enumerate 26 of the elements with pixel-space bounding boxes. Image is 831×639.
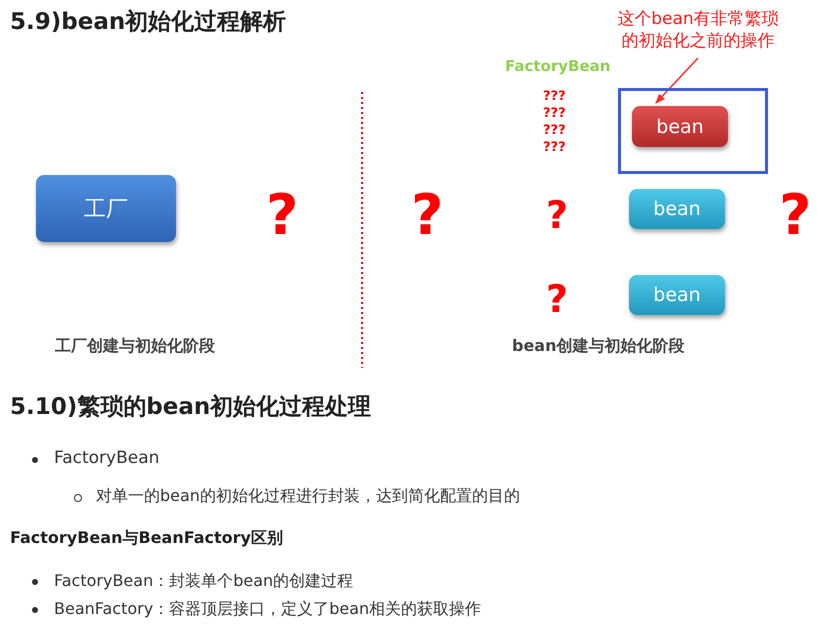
question-mark: ? <box>411 185 444 247</box>
question-mark: ? <box>266 185 298 247</box>
bullet-text: FactoryBean <box>54 449 160 468</box>
question-marks: ??? <box>543 141 566 156</box>
question-marks: ??? <box>543 107 566 122</box>
question-marks: ??? <box>543 90 566 104</box>
rounded-button: bean <box>632 106 728 147</box>
highlight-frame <box>618 88 768 174</box>
annotation-text: 这个bean有非常繁琐的初始化之前的操作 <box>612 8 784 58</box>
bullet-text: 对单一的bean的初始化过程进行封装，达到简化配置的目的 <box>96 487 520 505</box>
rounded-button: bean <box>629 189 725 229</box>
page-title: 5.9)bean初始化过程解析 <box>10 8 286 37</box>
bullet-text: FactoryBean：封装单个bean的创建过程 <box>54 572 354 590</box>
subheading: FactoryBean与BeanFactory区别 <box>10 529 283 547</box>
rounded-button: 工厂 <box>36 175 176 242</box>
stage-caption: 工厂创建与初始化阶段 <box>55 337 215 355</box>
question-mark: ? <box>779 185 812 247</box>
question-mark: ? <box>546 279 568 321</box>
stage-caption: bean创建与初始化阶段 <box>512 337 684 355</box>
question-mark: ? <box>546 195 568 237</box>
bullet-text: BeanFactory：容器顶层接口，定义了bean相关的获取操作 <box>54 600 482 618</box>
rounded-button: bean <box>629 275 725 315</box>
arrow <box>655 57 699 104</box>
factorybean-label: FactoryBean <box>505 58 610 74</box>
section-heading: 5.10)繁琐的bean初始化过程处理 <box>10 395 372 420</box>
question-marks: ??? <box>543 124 566 138</box>
